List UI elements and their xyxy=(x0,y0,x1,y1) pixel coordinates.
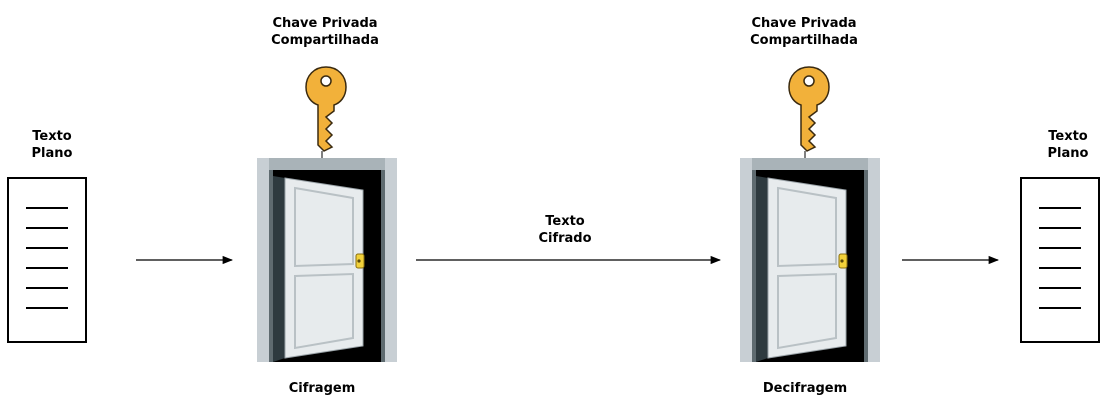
shared-key-label-left: Chave Privada Compartilhada xyxy=(271,16,379,48)
plaintext-document-left-icon xyxy=(7,177,87,343)
plaintext-document-right-icon xyxy=(1020,177,1100,343)
encryption-door-icon xyxy=(256,157,398,363)
plaintext-label-left: Texto Plano xyxy=(31,129,73,161)
shared-key-label-right: Chave Privada Compartilhada xyxy=(750,16,858,48)
encryption-label: Cifragem xyxy=(288,381,356,396)
ciphertext-label: Texto Cifrado xyxy=(538,214,592,246)
decryption-door-icon xyxy=(739,157,881,363)
shared-private-key-right-icon xyxy=(788,66,830,152)
shared-private-key-left-icon xyxy=(305,66,347,152)
decryption-label: Decifragem xyxy=(762,381,848,396)
plaintext-label-right: Texto Plano xyxy=(1047,129,1089,161)
